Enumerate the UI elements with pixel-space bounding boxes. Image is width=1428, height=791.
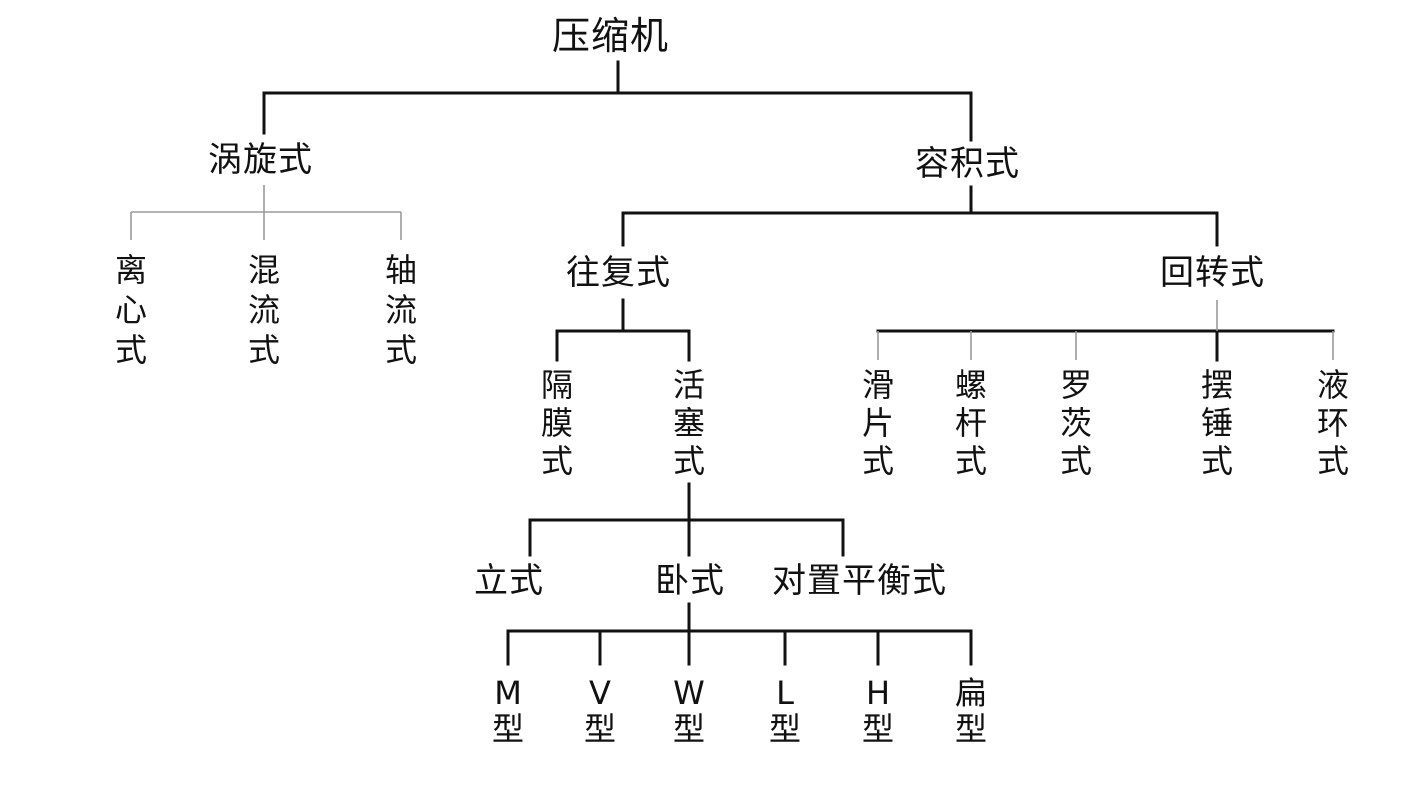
mixed-flow-char-1: 混 <box>247 251 280 289</box>
screw-char-1: 螺 <box>954 366 987 404</box>
pendulum-char-1: 摆 <box>1200 366 1233 404</box>
pendulum-char-2: 锤 <box>1200 404 1233 442</box>
piston-char-2: 塞 <box>672 404 705 442</box>
v-type-node: V 型 <box>577 675 623 747</box>
sliding-vane-char-3: 式 <box>861 442 894 480</box>
centrifugal-char-1: 离 <box>114 251 147 289</box>
horizontal-piston-label: 卧式 <box>655 561 725 601</box>
centrifugal-char-3: 式 <box>114 331 147 369</box>
centrifugal-node: 离 心 式 <box>111 250 151 370</box>
piston-char-1: 活 <box>672 366 705 404</box>
axial-flow-node: 轴 流 式 <box>381 250 421 370</box>
root-node-label: 压缩机 <box>552 14 670 58</box>
axial-flow-char-2: 流 <box>384 291 417 329</box>
axial-flow-char-3: 式 <box>384 331 417 369</box>
v-type-suffix: 型 <box>583 710 616 748</box>
flat-type-letter: 扁 <box>954 674 987 712</box>
reciprocating-label: 往复式 <box>566 253 671 293</box>
pendulum-char-3: 式 <box>1200 442 1233 480</box>
h-type-suffix: 型 <box>861 710 894 748</box>
mixed-flow-char-2: 流 <box>247 291 280 329</box>
screw-char-2: 杆 <box>954 404 987 442</box>
sliding-vane-node: 滑 片 式 <box>858 366 898 480</box>
v-type-letter: V <box>589 674 611 712</box>
volumetric-type-label: 容积式 <box>915 144 1020 184</box>
diaphragm-char-2: 膜 <box>540 404 573 442</box>
roots-node: 罗 茨 式 <box>1056 366 1096 480</box>
screw-char-3: 式 <box>954 442 987 480</box>
sliding-vane-char-1: 滑 <box>861 366 894 404</box>
opposed-balanced-label: 对置平衡式 <box>772 561 947 601</box>
scroll-type-label: 涡旋式 <box>208 140 313 180</box>
roots-char-2: 茨 <box>1059 404 1092 442</box>
w-type-node: W 型 <box>666 675 712 747</box>
screw-node: 螺 杆 式 <box>951 366 991 480</box>
pendulum-node: 摆 锤 式 <box>1197 366 1237 480</box>
liquid-ring-node: 液 环 式 <box>1313 366 1353 480</box>
piston-char-3: 式 <box>672 442 705 480</box>
roots-char-1: 罗 <box>1059 366 1092 404</box>
l-type-suffix: 型 <box>768 710 801 748</box>
flat-type-node: 扁 型 <box>948 675 994 747</box>
flat-type-suffix: 型 <box>954 710 987 748</box>
liquid-ring-char-2: 环 <box>1316 404 1349 442</box>
w-type-letter: W <box>673 674 705 712</box>
axial-flow-char-1: 轴 <box>384 251 417 289</box>
liquid-ring-char-3: 式 <box>1316 442 1349 480</box>
centrifugal-char-2: 心 <box>114 291 147 329</box>
mixed-flow-node: 混 流 式 <box>244 250 284 370</box>
l-type-letter: L <box>776 674 794 712</box>
diaphragm-node: 隔 膜 式 <box>537 366 577 480</box>
m-type-suffix: 型 <box>491 710 524 748</box>
diaphragm-char-1: 隔 <box>540 366 573 404</box>
l-type-node: L 型 <box>762 675 808 747</box>
diaphragm-char-3: 式 <box>540 442 573 480</box>
liquid-ring-char-1: 液 <box>1316 366 1349 404</box>
vertical-piston-label: 立式 <box>474 561 544 601</box>
m-type-node: M 型 <box>485 675 531 747</box>
m-type-letter: M <box>494 674 522 712</box>
piston-node: 活 塞 式 <box>669 366 709 480</box>
sliding-vane-char-2: 片 <box>861 404 894 442</box>
w-type-suffix: 型 <box>672 710 705 748</box>
h-type-node: H 型 <box>855 675 901 747</box>
rotary-label: 回转式 <box>1160 253 1265 293</box>
h-type-letter: H <box>865 674 891 712</box>
mixed-flow-char-3: 式 <box>247 331 280 369</box>
roots-char-3: 式 <box>1059 442 1092 480</box>
